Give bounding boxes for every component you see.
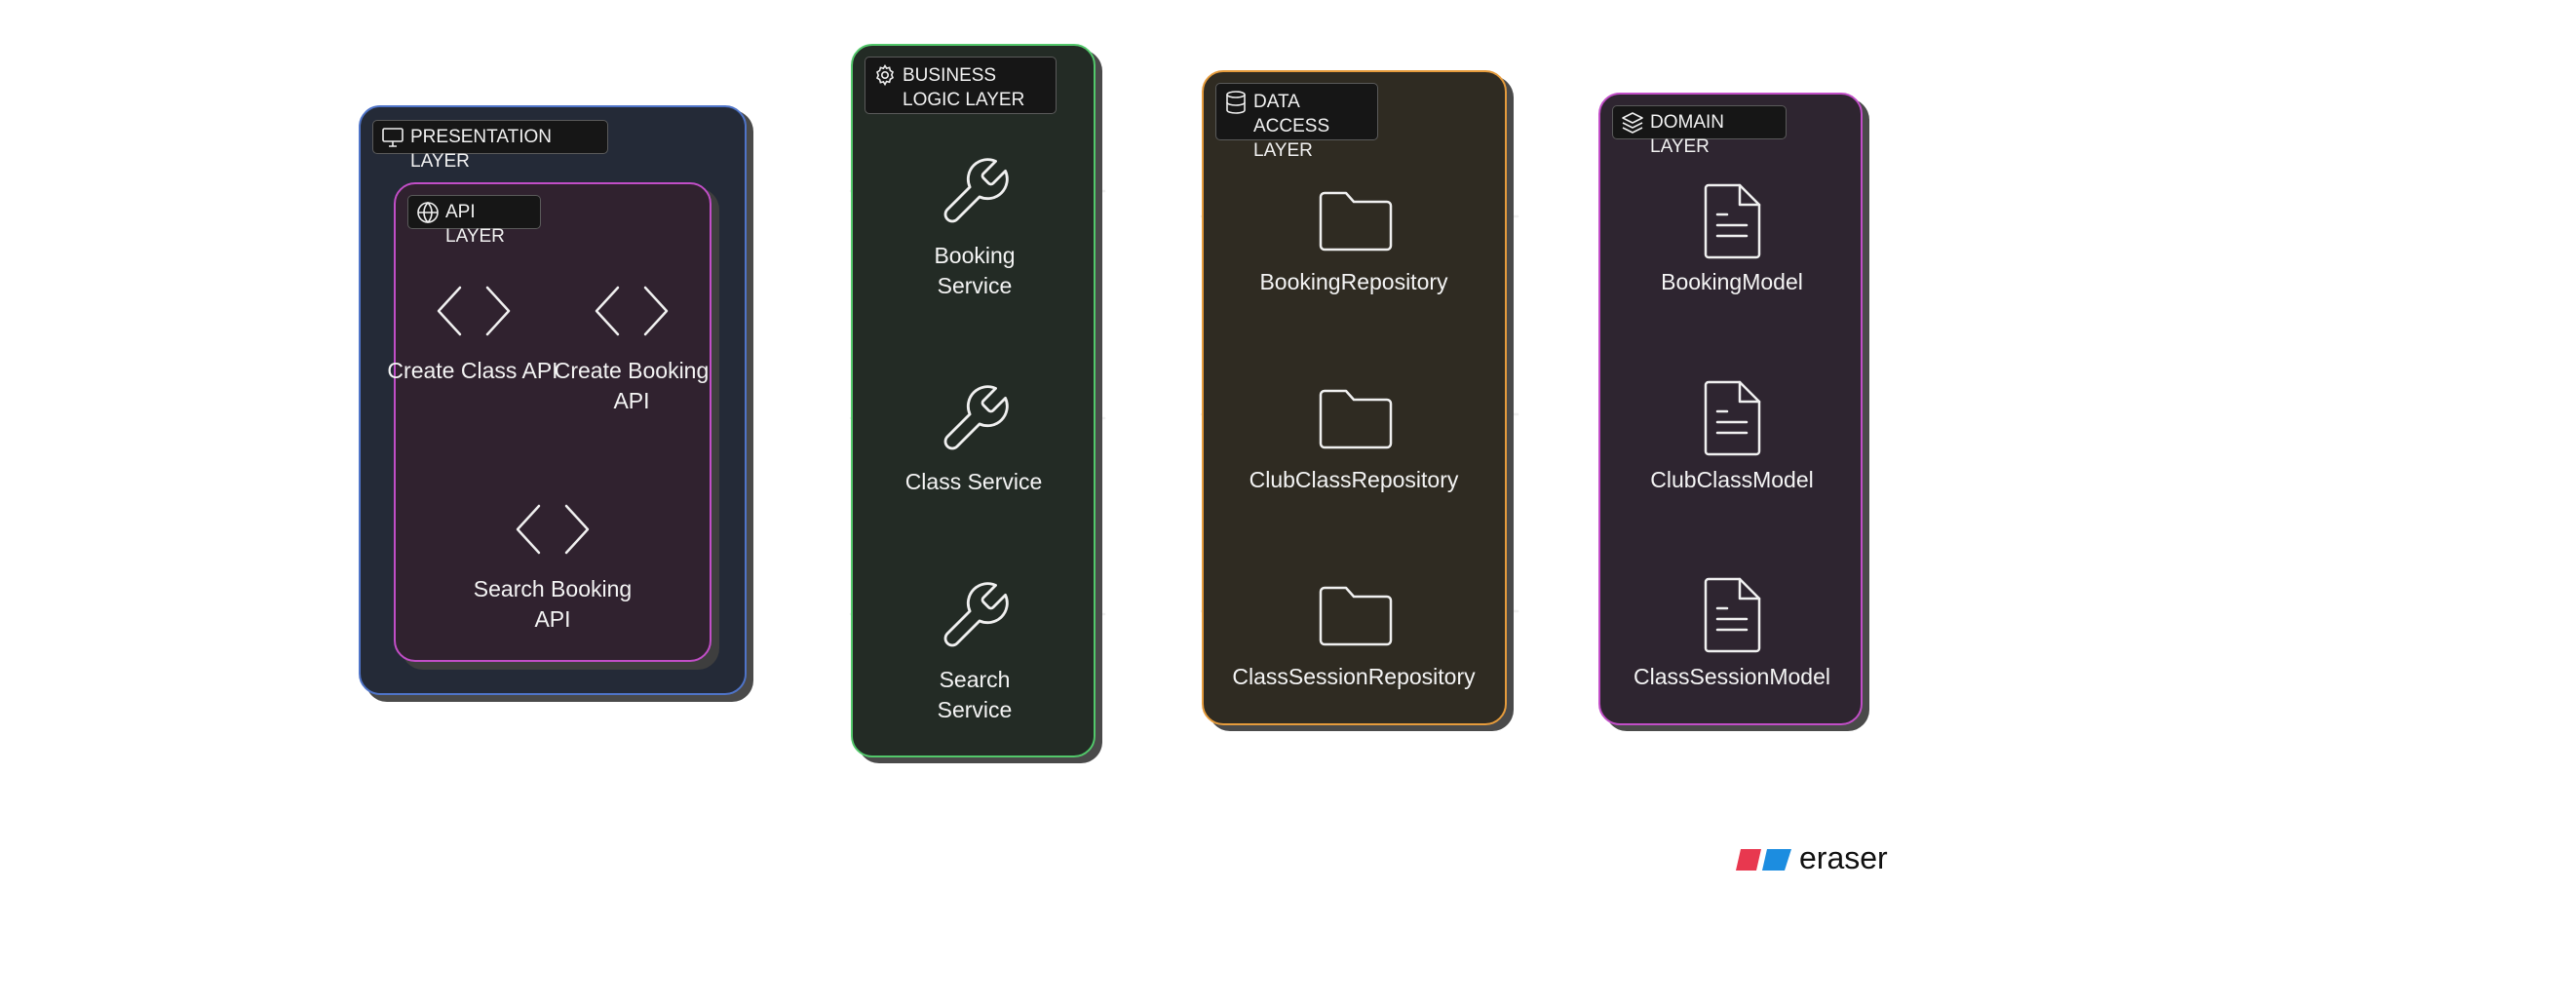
folder-icon bbox=[1319, 586, 1393, 646]
code-icon bbox=[437, 286, 511, 336]
node-label-booking-repository: BookingRepository bbox=[1259, 269, 1448, 294]
folder-icon bbox=[1319, 389, 1393, 449]
data-access-layer-title: DATA ACCESS LAYER bbox=[1253, 92, 1330, 161]
node-label-booking-model: BookingModel bbox=[1661, 269, 1803, 294]
eraser-wordmark: eraser bbox=[1799, 840, 1888, 875]
api-layer-container bbox=[394, 182, 711, 662]
wrench-icon bbox=[943, 385, 1009, 450]
document-icon bbox=[1704, 577, 1761, 653]
node-label-create-booking-api: Create Booking API bbox=[554, 358, 710, 413]
data-access-layer-container bbox=[1202, 70, 1507, 725]
code-icon bbox=[595, 286, 669, 336]
database-icon bbox=[1226, 91, 1246, 114]
globe-icon bbox=[417, 201, 439, 224]
business-logic-layer-tag: BUSINESS LOGIC LAYER bbox=[865, 57, 1057, 114]
code-icon bbox=[516, 504, 590, 555]
node-label-create-class-api: Create Class API bbox=[387, 358, 558, 383]
business-logic-layer-title: BUSINESS LOGIC LAYER bbox=[903, 65, 1025, 110]
api-layer-tag: API LAYER bbox=[407, 195, 541, 247]
document-icon bbox=[1704, 183, 1761, 259]
domain-layer-title: DOMAIN LAYER bbox=[1650, 112, 1724, 157]
wrench-icon bbox=[943, 582, 1009, 647]
api-layer-title: API LAYER bbox=[445, 202, 505, 247]
node-label-clubclass-model: ClubClassModel bbox=[1650, 467, 1814, 492]
presentation-layer-tag: PRESENTATION LAYER bbox=[372, 120, 608, 172]
node-label-clubclass-repository: ClubClassRepository bbox=[1249, 467, 1459, 492]
data-access-layer-tag: DATA ACCESS LAYER bbox=[1215, 83, 1378, 161]
node-label-class-service: Class Service bbox=[904, 469, 1043, 494]
business-logic-layer-container bbox=[851, 44, 1096, 757]
folder-icon bbox=[1319, 191, 1393, 252]
node-label-search-booking-api: Search Booking API bbox=[473, 576, 633, 632]
node-label-classsession-model: ClassSessionModel bbox=[1634, 664, 1830, 689]
document-icon bbox=[1704, 380, 1761, 456]
monitor-icon bbox=[382, 128, 404, 147]
eraser-logo bbox=[1736, 849, 1791, 871]
wrench-icon bbox=[943, 158, 1009, 223]
layers-icon bbox=[1622, 112, 1643, 134]
domain-layer-tag: DOMAIN LAYER bbox=[1612, 105, 1787, 157]
node-label-booking-service: Booking Service bbox=[934, 243, 1016, 298]
presentation-layer-title: PRESENTATION LAYER bbox=[410, 127, 552, 172]
gear-icon bbox=[876, 63, 894, 87]
node-label-search-service: Search Service bbox=[937, 667, 1013, 722]
node-label-classsession-repository: ClassSessionRepository bbox=[1232, 664, 1476, 689]
